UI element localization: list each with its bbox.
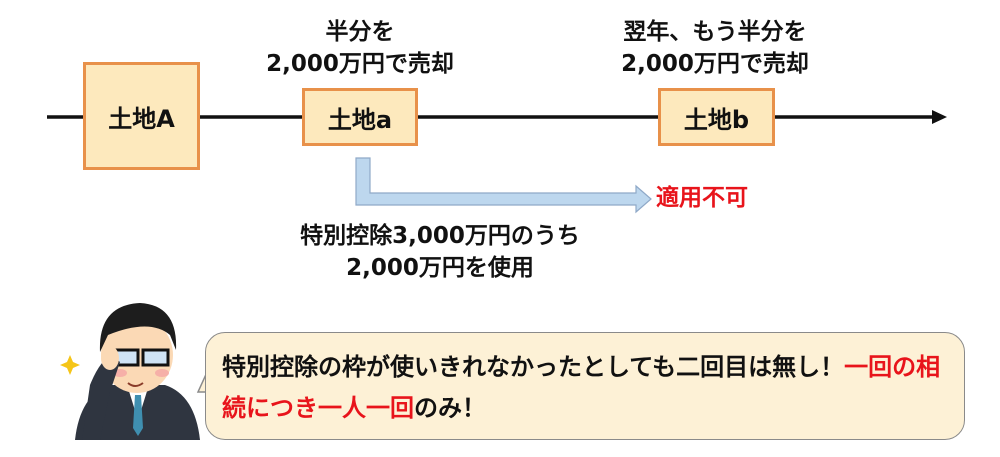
speech-bubble: 特別控除の枠が使いきれなかったとしても二回目は無し！一回の相続につき一人一回のみ… [205,332,965,440]
bent-arrow [355,157,652,214]
land-b-box: 土地b [658,88,775,146]
sale-a-label: 半分を 2,000万円で売却 [266,19,454,77]
sale-b-label: 翌年、もう半分を 2,000万円で売却 [621,19,809,77]
land-a-box: 土地a [302,88,418,146]
businessman-illustration [60,303,200,440]
land-A-box: 土地A [83,62,200,170]
deduction-label: 特別控除3,000万円のうち 2,000万円を使用 [300,223,580,281]
not-applicable-label: 適用不可 [656,185,748,211]
sparkle-icon [60,355,80,375]
timeline-arrowhead [932,110,947,124]
